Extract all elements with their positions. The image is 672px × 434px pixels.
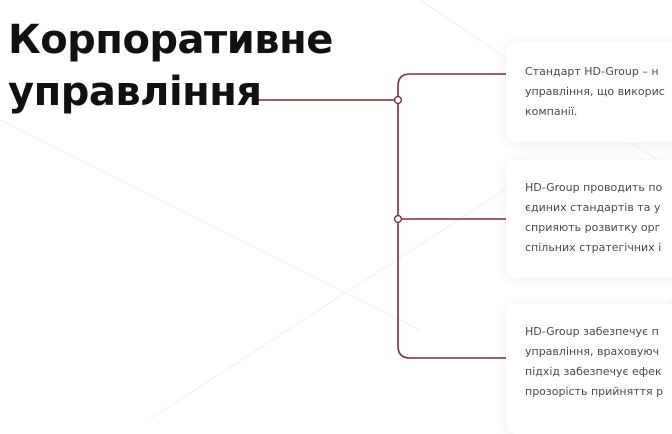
connector-branch-top bbox=[397, 73, 510, 100]
page-title-line-1: Корпоративне bbox=[8, 17, 333, 63]
card-text-line: управління, враховуюч bbox=[525, 345, 660, 358]
card-text-line: HD-Group проводить по bbox=[525, 181, 663, 194]
info-card-3: HD-Group забезпечує п управління, врахов… bbox=[506, 304, 672, 434]
card-text-line: компанії. bbox=[525, 105, 578, 118]
card-text-line: спільних стратегічних і bbox=[525, 241, 662, 254]
connector-node-top bbox=[393, 95, 403, 105]
connector-branch-bottom bbox=[397, 219, 510, 359]
info-card-2: HD-Group проводить по єдиних стандартів … bbox=[506, 160, 672, 278]
connector-node-middle bbox=[393, 214, 403, 224]
page-title-line-2: управління bbox=[8, 69, 262, 115]
info-card-1: Стандарт HD-Group – н управління, що вик… bbox=[506, 42, 672, 142]
card-text-line: підхід забезпечує ефек bbox=[525, 365, 662, 378]
card-text-line: єдиних стандартів та у bbox=[525, 201, 661, 214]
connector-branch-middle bbox=[397, 100, 510, 220]
tree-connector bbox=[252, 73, 510, 359]
card-text-line: HD-Group забезпечує п bbox=[525, 325, 659, 338]
page-title: Корпоративне управління bbox=[8, 14, 333, 118]
card-text-line: прозорість прийняття р bbox=[525, 385, 664, 398]
card-text-line: Стандарт HD-Group – н bbox=[525, 65, 659, 78]
card-text-line: сприяють розвитку орг bbox=[525, 221, 661, 234]
connector-start-dot bbox=[252, 96, 260, 104]
card-text-line: управління, що викорис bbox=[525, 85, 665, 98]
